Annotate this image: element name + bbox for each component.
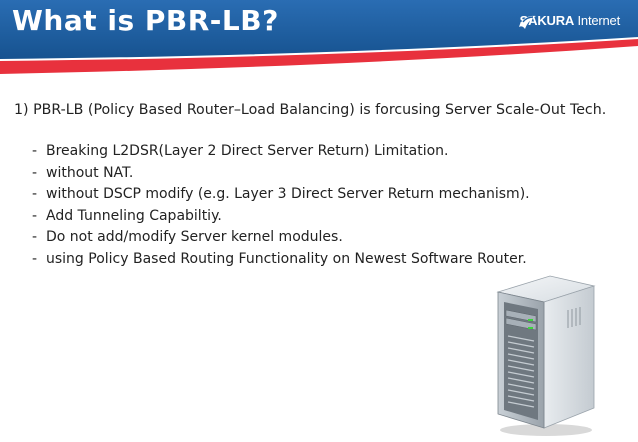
bullet-text: without NAT. [46, 164, 134, 181]
list-item: -Add Tunneling Capabiltiy. [32, 207, 222, 224]
bullet-list: -Breaking L2DSR(Layer 2 Direct Server Re… [32, 141, 634, 270]
bullet-text: without DSCP modify (e.g. Layer 3 Direct… [46, 186, 530, 202]
brand-logo: SAKURA Internet [516, 13, 621, 29]
bullet-text: using Policy Based Routing Functionality… [46, 250, 527, 267]
slide-body: 1) PBR-LB (Policy Based Router–Load Bala… [14, 101, 634, 270]
header-banner: What is PBR-LB? SAKURA Internet [0, 0, 638, 80]
bullet-text: Add Tunneling Capabiltiy. [46, 207, 222, 224]
server-tower-icon [488, 270, 600, 442]
list-item: -Breaking L2DSR(Layer 2 Direct Server Re… [32, 143, 449, 159]
list-item: -using Policy Based Routing Functionalit… [32, 250, 527, 267]
intro-text: 1) PBR-LB (Policy Based Router–Load Bala… [14, 102, 607, 118]
bullet-text: Do not add/modify Server kernel modules. [46, 229, 343, 245]
banner-background [0, 0, 638, 74]
bullet-text: Breaking L2DSR(Layer 2 Direct Server Ret… [46, 143, 449, 159]
list-item: -Do not add/modify Server kernel modules… [32, 229, 343, 245]
brand-name-light: Internet [574, 13, 621, 28]
list-item: -without NAT. [32, 164, 134, 181]
page-title: What is PBR-LB? [12, 4, 279, 37]
list-item: -without DSCP modify (e.g. Layer 3 Direc… [32, 186, 530, 202]
